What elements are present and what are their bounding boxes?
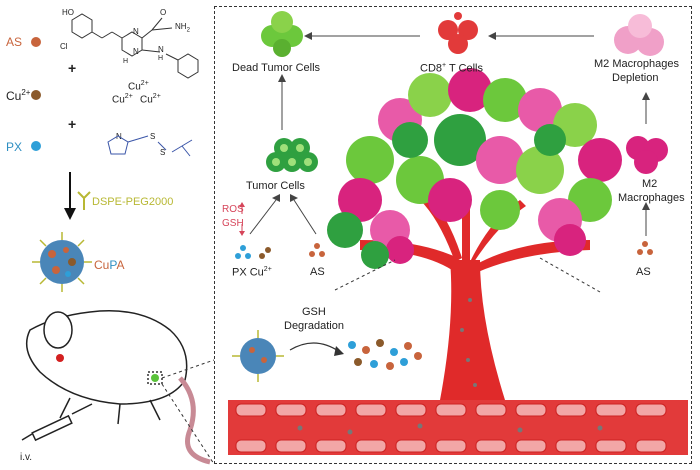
tumor-cells-label: Tumor Cells	[246, 180, 305, 192]
dspe-icon	[77, 191, 91, 210]
chem-h2: H	[158, 55, 164, 62]
chem-s1: S	[150, 132, 156, 141]
tumor-cells-icon	[266, 138, 318, 172]
chem-n2: N	[133, 47, 139, 56]
cupa-label: CuPA	[94, 258, 125, 272]
as-structure	[71, 13, 199, 79]
gsh-nanoparticle	[232, 330, 284, 382]
cu-cluster-left: Cu2+	[112, 93, 133, 106]
m2-macrophages-icon	[626, 136, 668, 174]
chem-n1: N	[133, 27, 139, 36]
as-right-label: AS	[636, 266, 651, 278]
syringe-icon	[21, 403, 93, 442]
mouse-illustration	[25, 310, 211, 465]
chem-cl: Cl	[60, 42, 68, 51]
m2-depletion-label-1: M2 Macrophages	[594, 58, 679, 70]
cu-label: Cu2+	[6, 88, 31, 103]
iv-label: i.v.	[20, 452, 33, 463]
dead-tumor-cells-label: Dead Tumor Cells	[232, 62, 321, 74]
m2-depletion-icon	[614, 14, 664, 56]
px-cu-label: PX Cu2+	[232, 266, 272, 279]
dead-tumor-cells-icon	[261, 11, 303, 57]
as-mid-label: AS	[310, 266, 325, 278]
chem-nh2: NH2	[175, 22, 190, 34]
m2-depletion-label-2: Depletion	[612, 72, 659, 84]
chem-o: O	[160, 8, 167, 17]
px-cu-dots	[235, 245, 271, 259]
m2-label-2: Macrophages	[618, 192, 685, 204]
chem-ho: HO	[62, 8, 74, 17]
as-dot	[31, 37, 41, 47]
m2-label-1: M2	[642, 178, 658, 190]
as-dots-mid	[309, 243, 325, 257]
px-structure	[107, 135, 193, 157]
as-dots-right	[637, 241, 653, 255]
cu-cluster-top: Cu2+	[128, 80, 149, 93]
cu-dot	[31, 90, 41, 100]
as-label: AS	[6, 35, 23, 49]
gsh-degradation-label-2: Degradation	[284, 320, 344, 332]
cd8-t-cells-icon	[438, 12, 478, 54]
chem-h1: H	[123, 58, 129, 65]
degraded-dots	[348, 339, 422, 370]
chem-s2: S	[160, 148, 166, 157]
ros-label: ROS	[222, 204, 244, 215]
flow-arrows	[249, 35, 647, 236]
cupa-nanoparticle	[32, 232, 92, 292]
tumor-canopy	[327, 68, 622, 269]
gsh-degradation-label-1: GSH	[302, 306, 326, 318]
gsh-label: GSH	[222, 218, 244, 229]
plus-sign-2: +	[68, 116, 77, 132]
px-label: PX	[6, 140, 23, 154]
plus-sign-1: +	[68, 60, 77, 76]
mechanism-panel	[214, 6, 692, 464]
cu-cluster-right: Cu2+	[140, 93, 161, 106]
chem-n3: N	[158, 45, 164, 54]
cd8-t-cells-label: CD8+ T Cells	[420, 62, 483, 75]
px-dot	[31, 141, 41, 151]
blood-vessel	[228, 400, 688, 455]
dspe-peg-label: DSPE-PEG2000	[92, 196, 174, 208]
